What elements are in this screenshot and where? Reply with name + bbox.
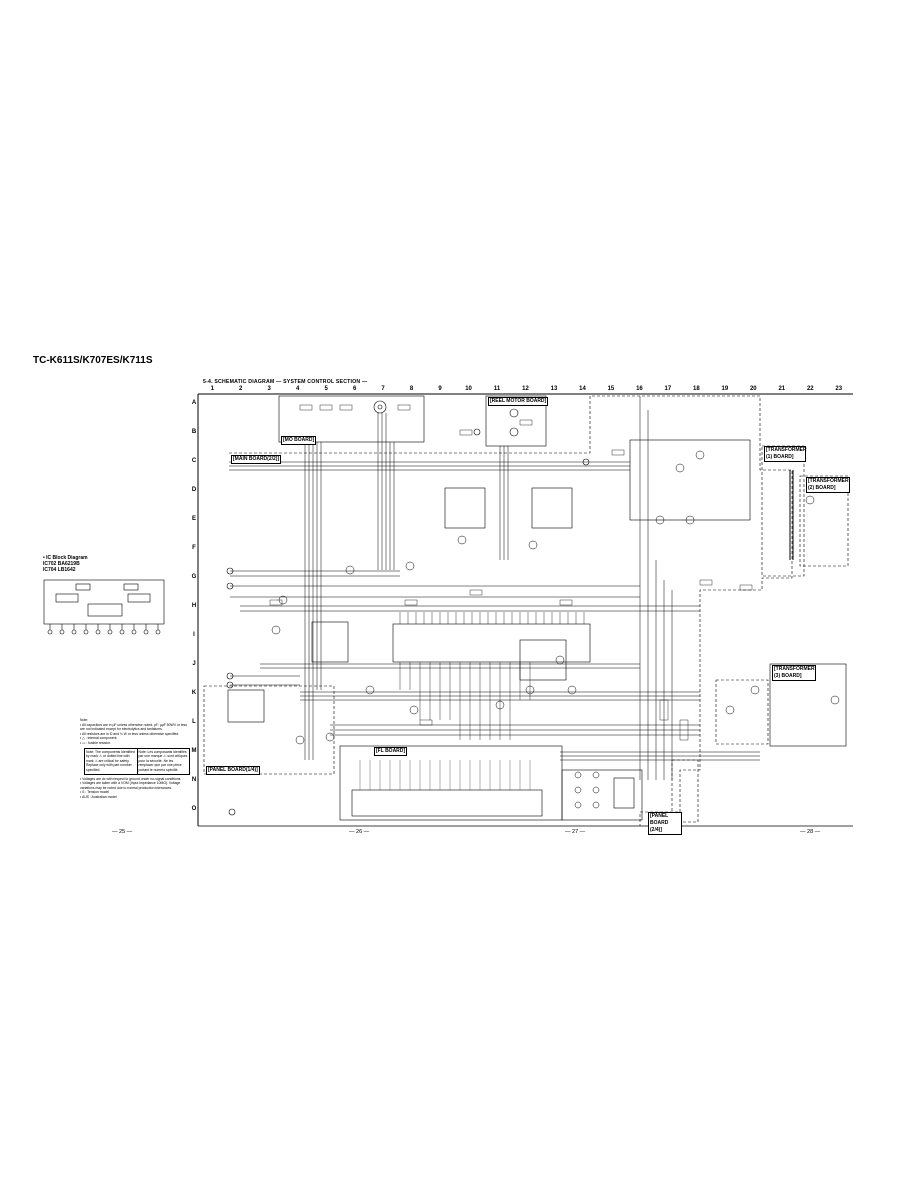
block-diagram-ic2: IC704 LB1642 (43, 567, 76, 573)
reel-motor-board-outline (485, 395, 547, 447)
column-label: 20 (749, 386, 757, 392)
ic-relay (311, 621, 349, 663)
note-item: • All capacitors are in µF unless otherw… (80, 722, 187, 732)
fl-board-outline (339, 745, 563, 821)
inset-left (715, 679, 769, 745)
fl-display-tube (351, 789, 543, 817)
note-item: • S : Tension model (80, 790, 110, 795)
page-number-28: — 28 — (800, 829, 821, 835)
note-item: • All resistors are in Ω and ¼ W or less… (80, 731, 180, 736)
row-label: F (192, 545, 196, 551)
page-number-27: — 27 — (565, 829, 586, 835)
motor-symbol (373, 400, 387, 414)
block-diagram-title: • IC Block Diagram (43, 555, 88, 561)
ic703 (444, 487, 486, 529)
column-label: 13 (550, 386, 558, 392)
safety-note-box: Note: The components identified by mark … (84, 747, 190, 775)
panel-board-1-label: [PANEL BOARD(1/4)] (206, 766, 260, 775)
column-label: 6 (352, 386, 357, 392)
column-label: 10 (465, 386, 472, 392)
mo-board-outline (278, 395, 425, 443)
row-label: M (191, 748, 197, 754)
mo-board-label: [MO BOARD] (281, 436, 317, 445)
block-diagram-ic1: IC702 BA6219B (43, 561, 80, 567)
panel-board-2-label: [PANEL BOARD (2/4)] (648, 812, 682, 835)
panel-board-2-outline (561, 769, 643, 821)
note-item: • Voltages are dc with respect to ground… (80, 776, 182, 781)
model-title: TC-K611S/K707ES/K711S (33, 355, 153, 366)
row-label: L (192, 719, 196, 725)
page-number-26: — 26 — (349, 829, 370, 835)
row-label: E (191, 516, 196, 522)
row-label: O (191, 806, 197, 812)
panel-board-1-outline (203, 685, 335, 775)
row-label: A (191, 400, 197, 406)
column-label: 15 (607, 386, 615, 392)
transformer-3-label: [TRANSFORMER (3) BOARD] (772, 665, 816, 681)
notes-section: Note: • All capacitors are in µF unless … (80, 718, 190, 800)
column-label: 22 (806, 386, 814, 392)
transformer-2-board (799, 475, 849, 567)
transformer-2-label: [TRANSFORMER (2) BOARD] (806, 477, 850, 493)
column-label: 21 (778, 386, 786, 392)
transformer-3-board (769, 663, 847, 747)
ic-block-diagram (43, 579, 165, 635)
fl-board-label: [FL BOARD] (374, 747, 408, 756)
column-label: 18 (693, 386, 700, 392)
column-label: 16 (636, 386, 643, 392)
column-label: 12 (522, 386, 529, 392)
safety-note-french: Note: Les composants identifiés par une … (136, 748, 188, 774)
column-label: 19 (721, 386, 729, 392)
column-label: 2 (239, 386, 243, 392)
column-label: 4 (296, 386, 300, 392)
main-board-outline (229, 395, 793, 826)
column-label: 5 (324, 386, 328, 392)
page-number-25: — 25 — (112, 829, 133, 835)
row-label: H (191, 603, 197, 609)
row-label: C (191, 458, 197, 464)
row-label: D (191, 487, 197, 493)
block-diagram-heading: • IC Block Diagram IC702 BA6219B IC704 L… (43, 555, 88, 573)
main-board-label: [MAIN BOARD(2/2)] (231, 455, 282, 464)
ic704 (531, 487, 573, 529)
reel-motor-board-label: [REEL MOTOR BOARD] (488, 397, 549, 406)
column-label: 7 (381, 386, 385, 392)
transformer-1-board (761, 445, 805, 577)
notes-title: Note: (80, 718, 89, 722)
safety-note-english: Note: The components identified by mark … (86, 749, 135, 772)
column-label: 17 (664, 386, 672, 392)
note-item: • Voltages are taken with a VOM (Input i… (80, 781, 181, 790)
note-item: • ▭ : fusible resistor. (80, 740, 111, 745)
note-item: • △ : internal component. (80, 736, 118, 741)
row-label: K (191, 690, 197, 696)
row-label: G (191, 574, 197, 580)
row-label: J (192, 661, 196, 667)
column-label: 3 (267, 386, 271, 392)
diagram-title: 5-4. SCHEMATIC DIAGRAM — SYSTEM CONTROL … (203, 379, 368, 385)
ic-power (629, 439, 751, 521)
column-label: 11 (493, 386, 501, 392)
column-label: 8 (409, 386, 414, 392)
row-label: N (191, 777, 197, 783)
transformer-1-label: [TRANSFORMER (1) BOARD] (764, 446, 807, 462)
row-label: I (193, 632, 195, 638)
note-item: • AUS : Australian model (80, 794, 117, 799)
column-label: 9 (438, 386, 442, 392)
row-label: B (191, 429, 197, 435)
main-mpu-ic (392, 623, 591, 663)
column-label: 23 (835, 386, 843, 392)
column-label: 1 (210, 386, 214, 392)
column-label: 14 (579, 386, 586, 392)
